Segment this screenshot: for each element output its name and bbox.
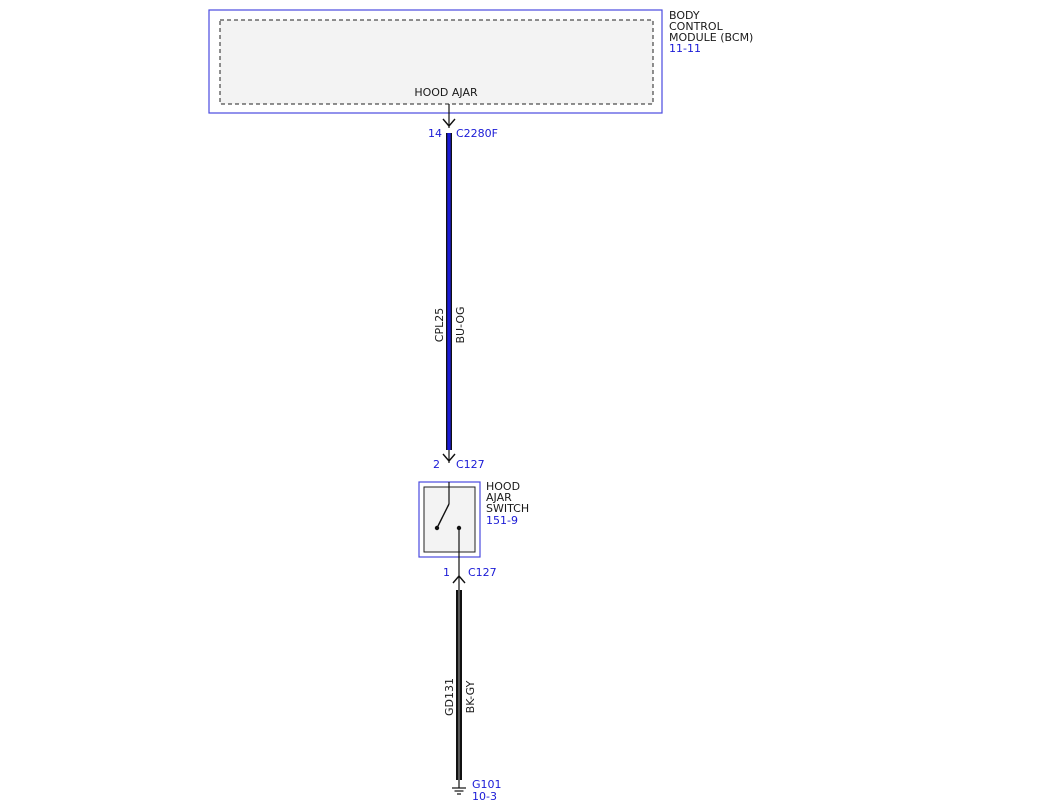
bcm-inner-dashed <box>219 19 654 105</box>
connector-switch-top-pin: 2 <box>433 458 440 471</box>
wire-top-circuit: CPL25 <box>433 308 446 342</box>
bcm-name-line3: MODULE (BCM) <box>669 31 753 44</box>
connector-top-pin: 14 <box>428 127 442 140</box>
switch-contact-pivot <box>434 525 440 531</box>
connector-arrow-c2280f <box>442 118 456 128</box>
connector-switch-top-id[interactable]: C127 <box>456 458 485 471</box>
switch-name-line2: AJAR <box>486 491 512 504</box>
switch-name-line3: SWITCH <box>486 502 529 515</box>
connector-arrow-c127-pin2 <box>442 453 456 463</box>
connector-top-id[interactable]: C2280F <box>456 127 498 140</box>
connector-switch-bottom-pin: 1 <box>443 566 450 579</box>
bcm-pin-label: HOOD AJAR <box>414 86 478 99</box>
connector-switch-bottom-id[interactable]: C127 <box>468 566 497 579</box>
bcm-name-line1: BODY <box>669 9 700 22</box>
wire-gd131 <box>456 590 462 780</box>
hood-ajar-switch <box>418 481 481 558</box>
connector-arrow-c127-pin1 <box>452 574 466 584</box>
wire-cpl25 <box>446 133 452 450</box>
wire-bottom-circuit: GD131 <box>443 678 456 716</box>
bcm-module: HOOD AJAR <box>208 9 663 114</box>
bcm-name-line2: CONTROL <box>669 20 724 33</box>
switch-contact-arm <box>436 503 450 529</box>
ground-id-link[interactable]: G101 <box>472 778 502 791</box>
switch-inner-box <box>423 486 476 553</box>
wire-top-color-code: BU-OG <box>454 306 467 343</box>
switch-name-line1: HOOD <box>486 480 520 493</box>
ground-ref-link[interactable]: 10-3 <box>472 790 497 803</box>
switch-ref-link[interactable]: 151-9 <box>486 514 518 527</box>
ground-symbol <box>452 780 466 795</box>
bcm-ref-link[interactable]: 11-11 <box>669 42 701 55</box>
wire-bottom-color-code: BK-GY <box>464 680 477 713</box>
